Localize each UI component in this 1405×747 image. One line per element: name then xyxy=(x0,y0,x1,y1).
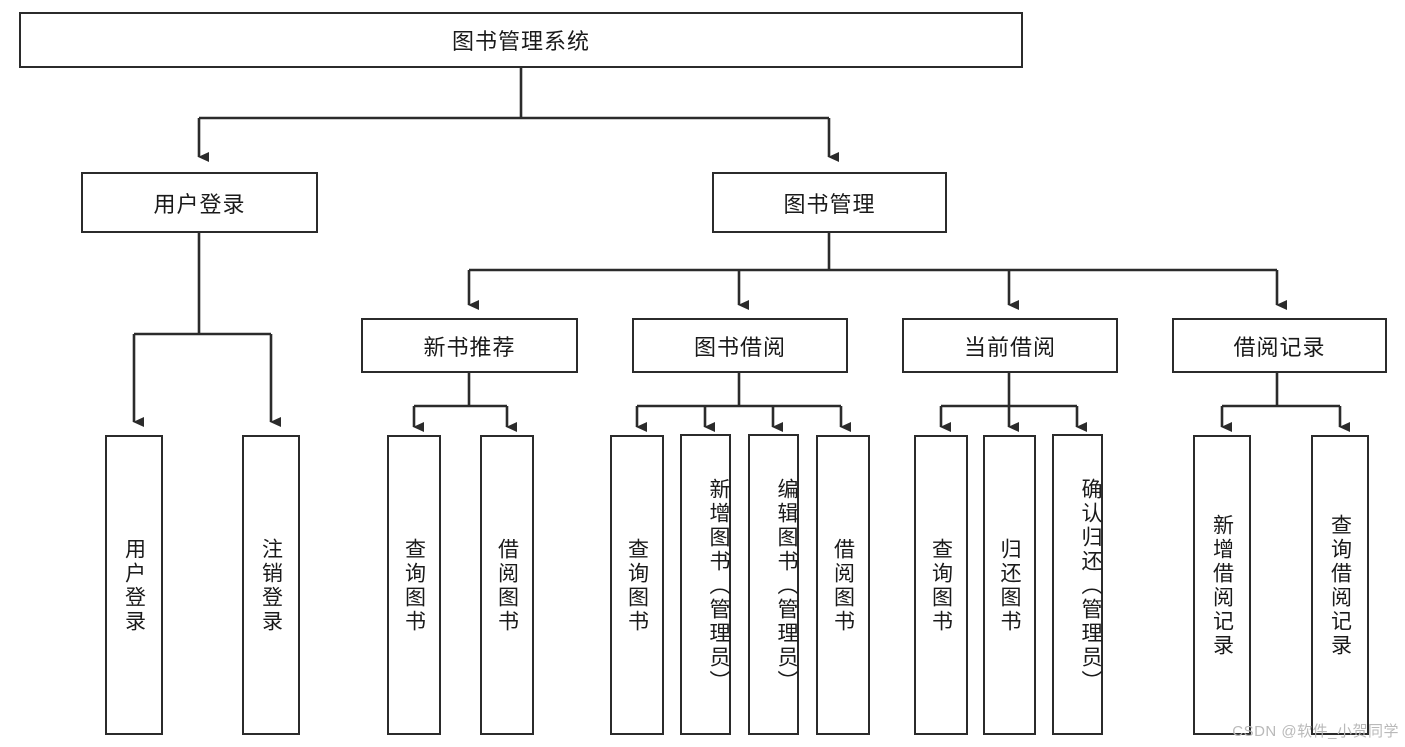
leaf-query-book-recommend[interactable]: 查询图书 xyxy=(387,435,441,735)
node-label: 编辑图书（管理员） xyxy=(775,477,798,694)
node-label: 查询图书 xyxy=(625,538,649,634)
node-label: 新增图书（管理员） xyxy=(707,477,730,694)
leaf-edit-book-admin[interactable]: 编辑图书（管理员） xyxy=(748,434,799,735)
node-user-login-module[interactable]: 用户登录 xyxy=(81,172,318,233)
node-label: 当前借阅 xyxy=(963,334,1056,360)
node-label: 借阅记录 xyxy=(1233,334,1326,360)
node-root-system[interactable]: 图书管理系统 xyxy=(19,12,1023,68)
leaf-borrow-book-recommend[interactable]: 借阅图书 xyxy=(480,435,534,735)
node-label: 注销登录 xyxy=(259,538,283,634)
node-label: 借阅图书 xyxy=(831,538,855,634)
node-label: 查询借阅记录 xyxy=(1328,514,1352,658)
leaf-query-book-current[interactable]: 查询图书 xyxy=(914,435,968,735)
node-label: 用户登录 xyxy=(153,191,246,217)
node-label: 确认归还（管理员） xyxy=(1079,477,1102,694)
node-borrow-record[interactable]: 借阅记录 xyxy=(1172,318,1387,373)
leaf-query-borrow-record[interactable]: 查询借阅记录 xyxy=(1311,435,1369,735)
node-label: 查询图书 xyxy=(929,538,953,634)
node-label: 图书管理 xyxy=(783,191,876,217)
leaf-confirm-return-admin[interactable]: 确认归还（管理员） xyxy=(1052,434,1103,735)
node-label: 归还图书 xyxy=(998,538,1021,634)
node-new-book-recommend[interactable]: 新书推荐 xyxy=(361,318,578,373)
node-label: 用户登录 xyxy=(122,538,146,634)
leaf-user-login[interactable]: 用户登录 xyxy=(105,435,163,735)
leaf-logout[interactable]: 注销登录 xyxy=(242,435,300,735)
leaf-add-borrow-record[interactable]: 新增借阅记录 xyxy=(1193,435,1251,735)
node-label: 查询图书 xyxy=(402,538,426,634)
leaf-add-book-admin[interactable]: 新增图书（管理员） xyxy=(680,434,731,735)
node-label: 图书管理系统 xyxy=(451,29,590,54)
leaf-query-book-borrow[interactable]: 查询图书 xyxy=(610,435,664,735)
node-label: 新增借阅记录 xyxy=(1210,514,1234,658)
node-label: 借阅图书 xyxy=(495,538,519,634)
node-label: 图书借阅 xyxy=(693,334,786,360)
node-current-borrow[interactable]: 当前借阅 xyxy=(902,318,1118,373)
leaf-return-book[interactable]: 归还图书 xyxy=(983,435,1036,735)
node-label: 新书推荐 xyxy=(423,334,516,360)
node-book-management-module[interactable]: 图书管理 xyxy=(712,172,947,233)
node-book-borrow[interactable]: 图书借阅 xyxy=(632,318,848,373)
leaf-borrow-book[interactable]: 借阅图书 xyxy=(816,435,870,735)
